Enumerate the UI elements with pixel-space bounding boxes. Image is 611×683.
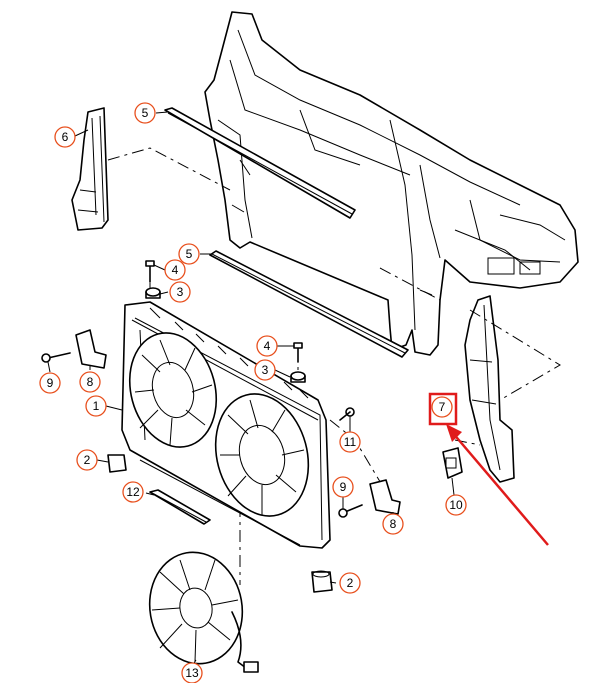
callout-7: 7: [431, 396, 453, 418]
fan-wheel: [148, 551, 259, 673]
svg-text:5: 5: [142, 106, 149, 120]
callout-13: 13: [181, 662, 203, 683]
air-guide-left: [71, 107, 109, 231]
svg-text:9: 9: [47, 376, 54, 390]
lock-carrier: [204, 11, 579, 356]
bolt-left: [41, 352, 71, 363]
svg-text:8: 8: [390, 517, 397, 531]
svg-text:12: 12: [126, 485, 140, 499]
callout-10: 10: [445, 494, 467, 516]
svg-text:13: 13: [185, 666, 199, 680]
callout-2-left: 2: [76, 449, 98, 471]
svg-text:3: 3: [262, 363, 269, 377]
callout-11: 11: [339, 431, 361, 453]
svg-text:8: 8: [87, 375, 94, 389]
callout-4-right: 4: [256, 335, 278, 357]
bracket-10: [442, 447, 463, 479]
bracket-left: [75, 329, 107, 369]
fan-shroud: [121, 301, 331, 549]
svg-text:11: 11: [344, 435, 357, 449]
callout-12: 12: [122, 481, 144, 503]
rubber-mount-right: [311, 570, 333, 593]
svg-text:4: 4: [172, 263, 179, 277]
rubber-mount-left: [107, 454, 127, 473]
svg-text:7: 7: [439, 400, 446, 414]
svg-text:4: 4: [264, 339, 271, 353]
seal-strip-upper: [164, 107, 356, 219]
seal-strip-lower: [209, 250, 409, 358]
air-guide-right: [464, 295, 515, 483]
callout-3-right: 3: [254, 359, 276, 381]
screw-11: [339, 407, 355, 421]
callout-6: 6: [54, 126, 76, 148]
callout-8-left: 8: [79, 371, 101, 393]
grommet-upper-right: [290, 371, 306, 383]
svg-text:9: 9: [340, 480, 347, 494]
svg-text:3: 3: [177, 285, 184, 299]
grommet-upper-left: [145, 287, 161, 299]
callout-1: 1: [85, 395, 107, 417]
highlight-marker: [428, 392, 549, 546]
callout-5-lower: 5: [178, 243, 200, 265]
bolt-right: [338, 504, 363, 518]
svg-text:5: 5: [186, 247, 193, 261]
callout-5-upper: 5: [134, 102, 156, 124]
callout-9-right: 9: [332, 476, 354, 498]
svg-text:10: 10: [449, 498, 463, 512]
svg-text:2: 2: [84, 453, 91, 467]
callout-9-left: 9: [39, 372, 61, 394]
screw-upper-right: [293, 342, 303, 363]
svg-text:1: 1: [93, 399, 100, 413]
callout-8-right: 8: [382, 513, 404, 535]
callout-4-left: 4: [164, 259, 186, 281]
label-plate: [149, 489, 211, 525]
callout-2-right: 2: [339, 572, 361, 594]
svg-text:2: 2: [347, 576, 354, 590]
screw-upper-left: [145, 260, 155, 283]
bracket-right: [369, 479, 401, 515]
svg-text:6: 6: [62, 130, 69, 144]
callout-3-left: 3: [169, 281, 191, 303]
